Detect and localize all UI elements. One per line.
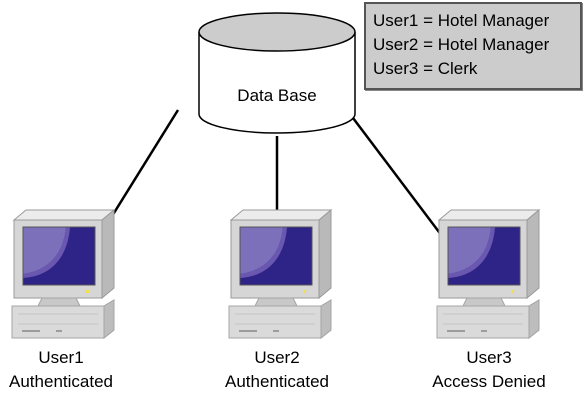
- user2-label-group: User2 Authenticated: [192, 346, 362, 394]
- user2-name: User2: [254, 348, 300, 367]
- connector-database-user3: [349, 113, 443, 237]
- user2-status: Authenticated: [225, 372, 329, 391]
- legend-row-user3: User3 = Clerk: [373, 59, 478, 78]
- user2-computer-icon: [228, 209, 332, 339]
- legend-row-user2: User2 = Hotel Manager: [373, 35, 550, 54]
- legend-box: User1 = Hotel Manager User2 = Hotel Mana…: [364, 2, 582, 90]
- user3-label-group: User3 Access Denied: [404, 346, 574, 394]
- user3-name: User3: [466, 348, 512, 367]
- database-cylinder-icon: [198, 12, 356, 134]
- database-label: Data Base: [237, 86, 317, 105]
- connector-database-user1: [102, 109, 180, 230]
- user1-computer-icon: [11, 209, 115, 339]
- legend-row-user1: User1 = Hotel Manager: [373, 11, 550, 30]
- user3-computer-icon: [436, 209, 540, 339]
- user3-status: Access Denied: [432, 372, 546, 391]
- user1-label-group: User1 Authenticated: [0, 346, 146, 394]
- user1-name: User1: [38, 348, 84, 367]
- user1-status: Authenticated: [9, 372, 113, 391]
